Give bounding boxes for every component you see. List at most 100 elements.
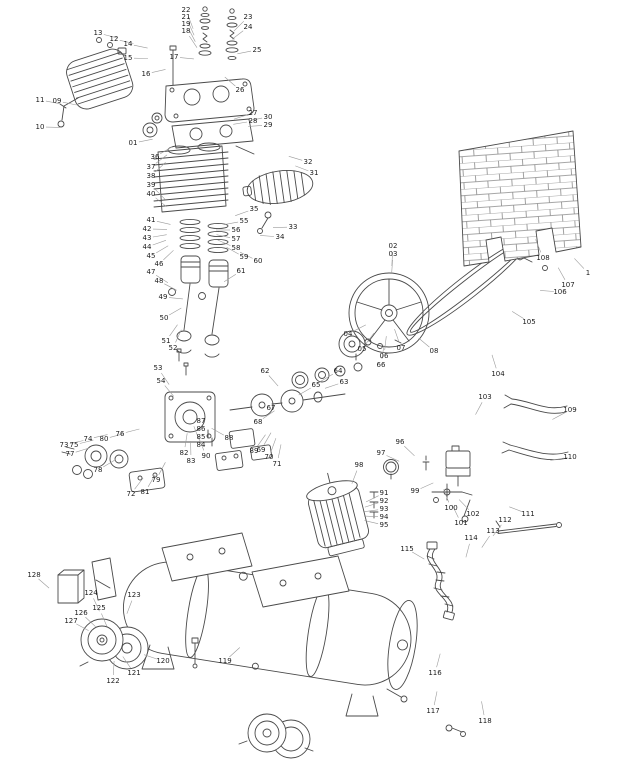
pistons [168, 255, 229, 300]
part-number-74: 74 [84, 435, 93, 443]
crankshaft [229, 389, 346, 417]
leader-line-106 [540, 290, 555, 292]
leader-line-128 [38, 578, 50, 589]
leader-line-28 [233, 121, 248, 125]
leader-line-115 [412, 551, 425, 560]
leader-line-126 [85, 616, 96, 627]
leader-line-113 [481, 535, 490, 548]
leader-line-109 [552, 412, 565, 420]
part-number-113: 113 [486, 527, 499, 535]
pressure-gauge [383, 459, 399, 480]
leader-line-66 [381, 345, 385, 360]
pressure-switch [445, 445, 471, 487]
part-number-21: 21 [182, 13, 191, 21]
part-number-114: 114 [464, 534, 478, 542]
part-number-128: 128 [27, 571, 40, 579]
part-number-62: 62 [261, 367, 270, 375]
part-number-78: 78 [94, 466, 103, 474]
part-number-115: 115 [400, 545, 413, 553]
electric-motor [306, 472, 369, 557]
part-number-03: 03 [389, 250, 398, 258]
leader-line-46 [163, 250, 174, 261]
part-number-37: 37 [147, 163, 156, 171]
leader-line-114 [465, 543, 470, 558]
part-number-111: 111 [521, 510, 534, 518]
leader-line-05 [365, 332, 375, 345]
leader-line-30 [248, 117, 263, 122]
part-number-23: 23 [244, 13, 253, 21]
part-number-35: 35 [250, 205, 259, 213]
leader-line-40 [155, 197, 167, 207]
part-number-38: 38 [147, 172, 156, 180]
part-number-70: 70 [265, 453, 274, 461]
part-number-92: 92 [380, 497, 389, 505]
part-number-25: 25 [253, 46, 262, 54]
cooler-fittings [57, 37, 127, 128]
connecting-rods [176, 283, 220, 358]
leader-line-112 [492, 524, 502, 537]
leader-line-51 [169, 324, 178, 337]
leader-line-74 [93, 434, 108, 438]
leader-line-13 [103, 34, 118, 39]
part-number-79: 79 [152, 476, 161, 484]
leader-line-48 [164, 283, 177, 291]
part-number-94: 94 [380, 513, 389, 521]
part-number-50: 50 [160, 314, 169, 322]
leader-line-124 [93, 598, 100, 612]
part-number-99: 99 [411, 487, 420, 495]
leader-line-77 [75, 447, 90, 453]
aftercooler [66, 48, 134, 110]
leader-line-102 [458, 499, 470, 510]
leader-line-34 [260, 235, 275, 237]
part-number-49: 49 [159, 293, 168, 301]
leader-line-37 [155, 154, 168, 164]
part-number-71: 71 [273, 460, 282, 468]
part-number-48: 48 [155, 277, 164, 285]
leader-line-94 [363, 515, 379, 517]
leader-line-96 [404, 445, 415, 457]
leader-line-29 [248, 125, 263, 127]
part-number-122: 122 [106, 677, 119, 685]
leader-line-59 [226, 247, 239, 255]
leader-line-11 [45, 100, 60, 104]
part-number-77: 77 [66, 450, 75, 458]
leader-line-98 [351, 470, 358, 484]
leader-line-68 [262, 410, 275, 419]
part-number-18: 18 [182, 27, 191, 35]
leader-line-103 [475, 402, 483, 415]
leader-line-70 [270, 438, 277, 452]
part-number-10: 10 [36, 123, 45, 131]
leader-line-108 [535, 239, 542, 253]
leader-line-01 [138, 138, 153, 143]
left-wheels [79, 618, 149, 670]
part-number-27: 27 [249, 109, 258, 117]
leader-line-22 [187, 15, 194, 29]
leader-line-78 [103, 459, 116, 468]
leader-line-97 [386, 455, 400, 462]
part-number-42: 42 [143, 225, 152, 233]
leader-line-03 [391, 259, 393, 275]
leader-line-21 [188, 22, 195, 36]
valve-parts-stack [169, 6, 239, 89]
part-number-47: 47 [147, 268, 156, 276]
leader-line-99 [420, 482, 434, 489]
part-number-120: 120 [156, 657, 169, 665]
part-number-108: 108 [536, 254, 549, 262]
part-number-72: 72 [127, 490, 136, 498]
part-number-34: 34 [276, 233, 285, 241]
part-number-97: 97 [377, 449, 386, 457]
part-number-101: 101 [454, 519, 467, 527]
leader-line-45 [156, 245, 169, 254]
part-number-117: 117 [426, 707, 439, 715]
part-number-104: 104 [491, 370, 505, 378]
part-number-85: 85 [197, 433, 206, 441]
part-number-05: 05 [358, 345, 367, 353]
leader-line-61 [223, 273, 237, 282]
leader-line-27 [233, 114, 248, 120]
part-number-103: 103 [478, 393, 491, 401]
leader-line-91 [365, 495, 379, 503]
leader-line-07 [394, 329, 400, 343]
part-number-02: 02 [389, 242, 398, 250]
part-number-93: 93 [380, 505, 389, 513]
leader-line-100 [443, 489, 450, 503]
